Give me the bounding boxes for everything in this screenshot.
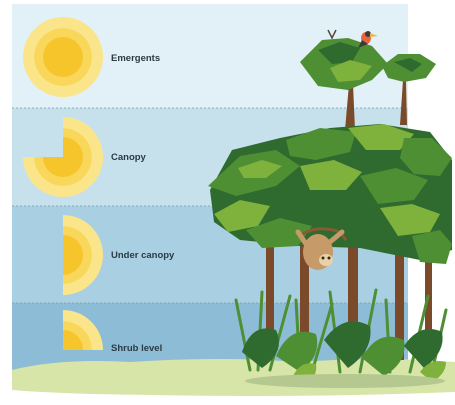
sun-icon: [23, 17, 103, 97]
under-canopy-label: Under canopy: [111, 250, 174, 261]
emergents-label: Emergents: [111, 53, 160, 64]
sun-ring: [43, 37, 83, 77]
canopy-label: Canopy: [111, 152, 146, 163]
shrub-level-label: Shrub level: [111, 343, 162, 354]
ground-shadow: [245, 374, 445, 388]
